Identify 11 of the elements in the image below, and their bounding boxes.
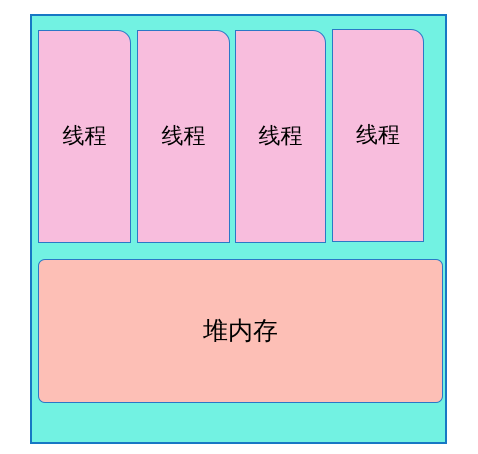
thread-box — [332, 29, 424, 242]
thread-box — [137, 30, 230, 243]
thread-label: 线程 — [162, 124, 206, 150]
thread-box — [235, 30, 326, 243]
heap-box — [38, 259, 443, 403]
thread-label: 线程 — [62, 124, 106, 150]
thread-box — [38, 30, 131, 243]
thread-label: 线程 — [258, 124, 302, 150]
container-box — [30, 14, 447, 444]
heap-label: 堆内存 — [203, 316, 278, 346]
thread-label: 线程 — [356, 122, 400, 148]
